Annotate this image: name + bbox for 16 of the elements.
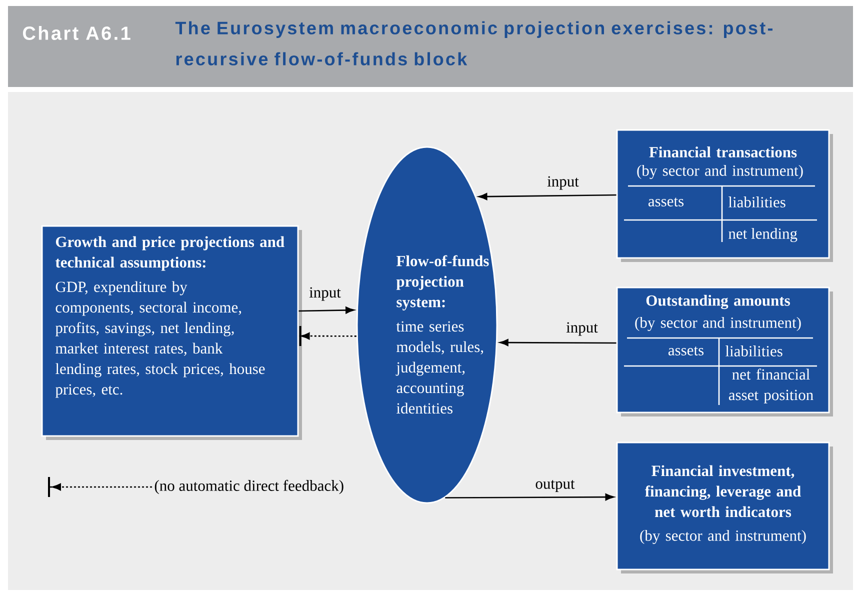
- chart-number: Chart A6.1: [23, 26, 130, 40]
- table-box: Outstanding amounts (by sector and instrument) assets liabilities net financial asset position: [616, 286, 833, 416]
- chart-title: The Eurosystem macroeconomic projection exercises: post-recursive flow-of-funds block: [175, 21, 772, 66]
- edge-label: output: [534, 478, 576, 493]
- text-box: Growth and price projections and technical assumptions: GDP, expenditure by components, sectoral income, profits, savings, net lending, market interest rates, bank lending rates, stock prices, house prices, etc.: [41, 225, 302, 440]
- edge-label: input: [565, 321, 599, 337]
- arrow: [299, 326, 356, 346]
- arrow: [445, 494, 614, 501]
- text-box: Financial investment, financing, leverage and net worth indicators (by sector and instrument): [616, 442, 833, 574]
- edge-label: input: [546, 175, 580, 191]
- arrow: [500, 339, 616, 346]
- edge-label: input: [308, 286, 342, 302]
- arrow: [478, 193, 616, 200]
- legend-text: (no automatic direct feedback): [154, 480, 344, 494]
- table-box: Financial transactions (by sector and instrument) assets liabilities net lending: [616, 129, 833, 262]
- arrow: [298, 306, 354, 314]
